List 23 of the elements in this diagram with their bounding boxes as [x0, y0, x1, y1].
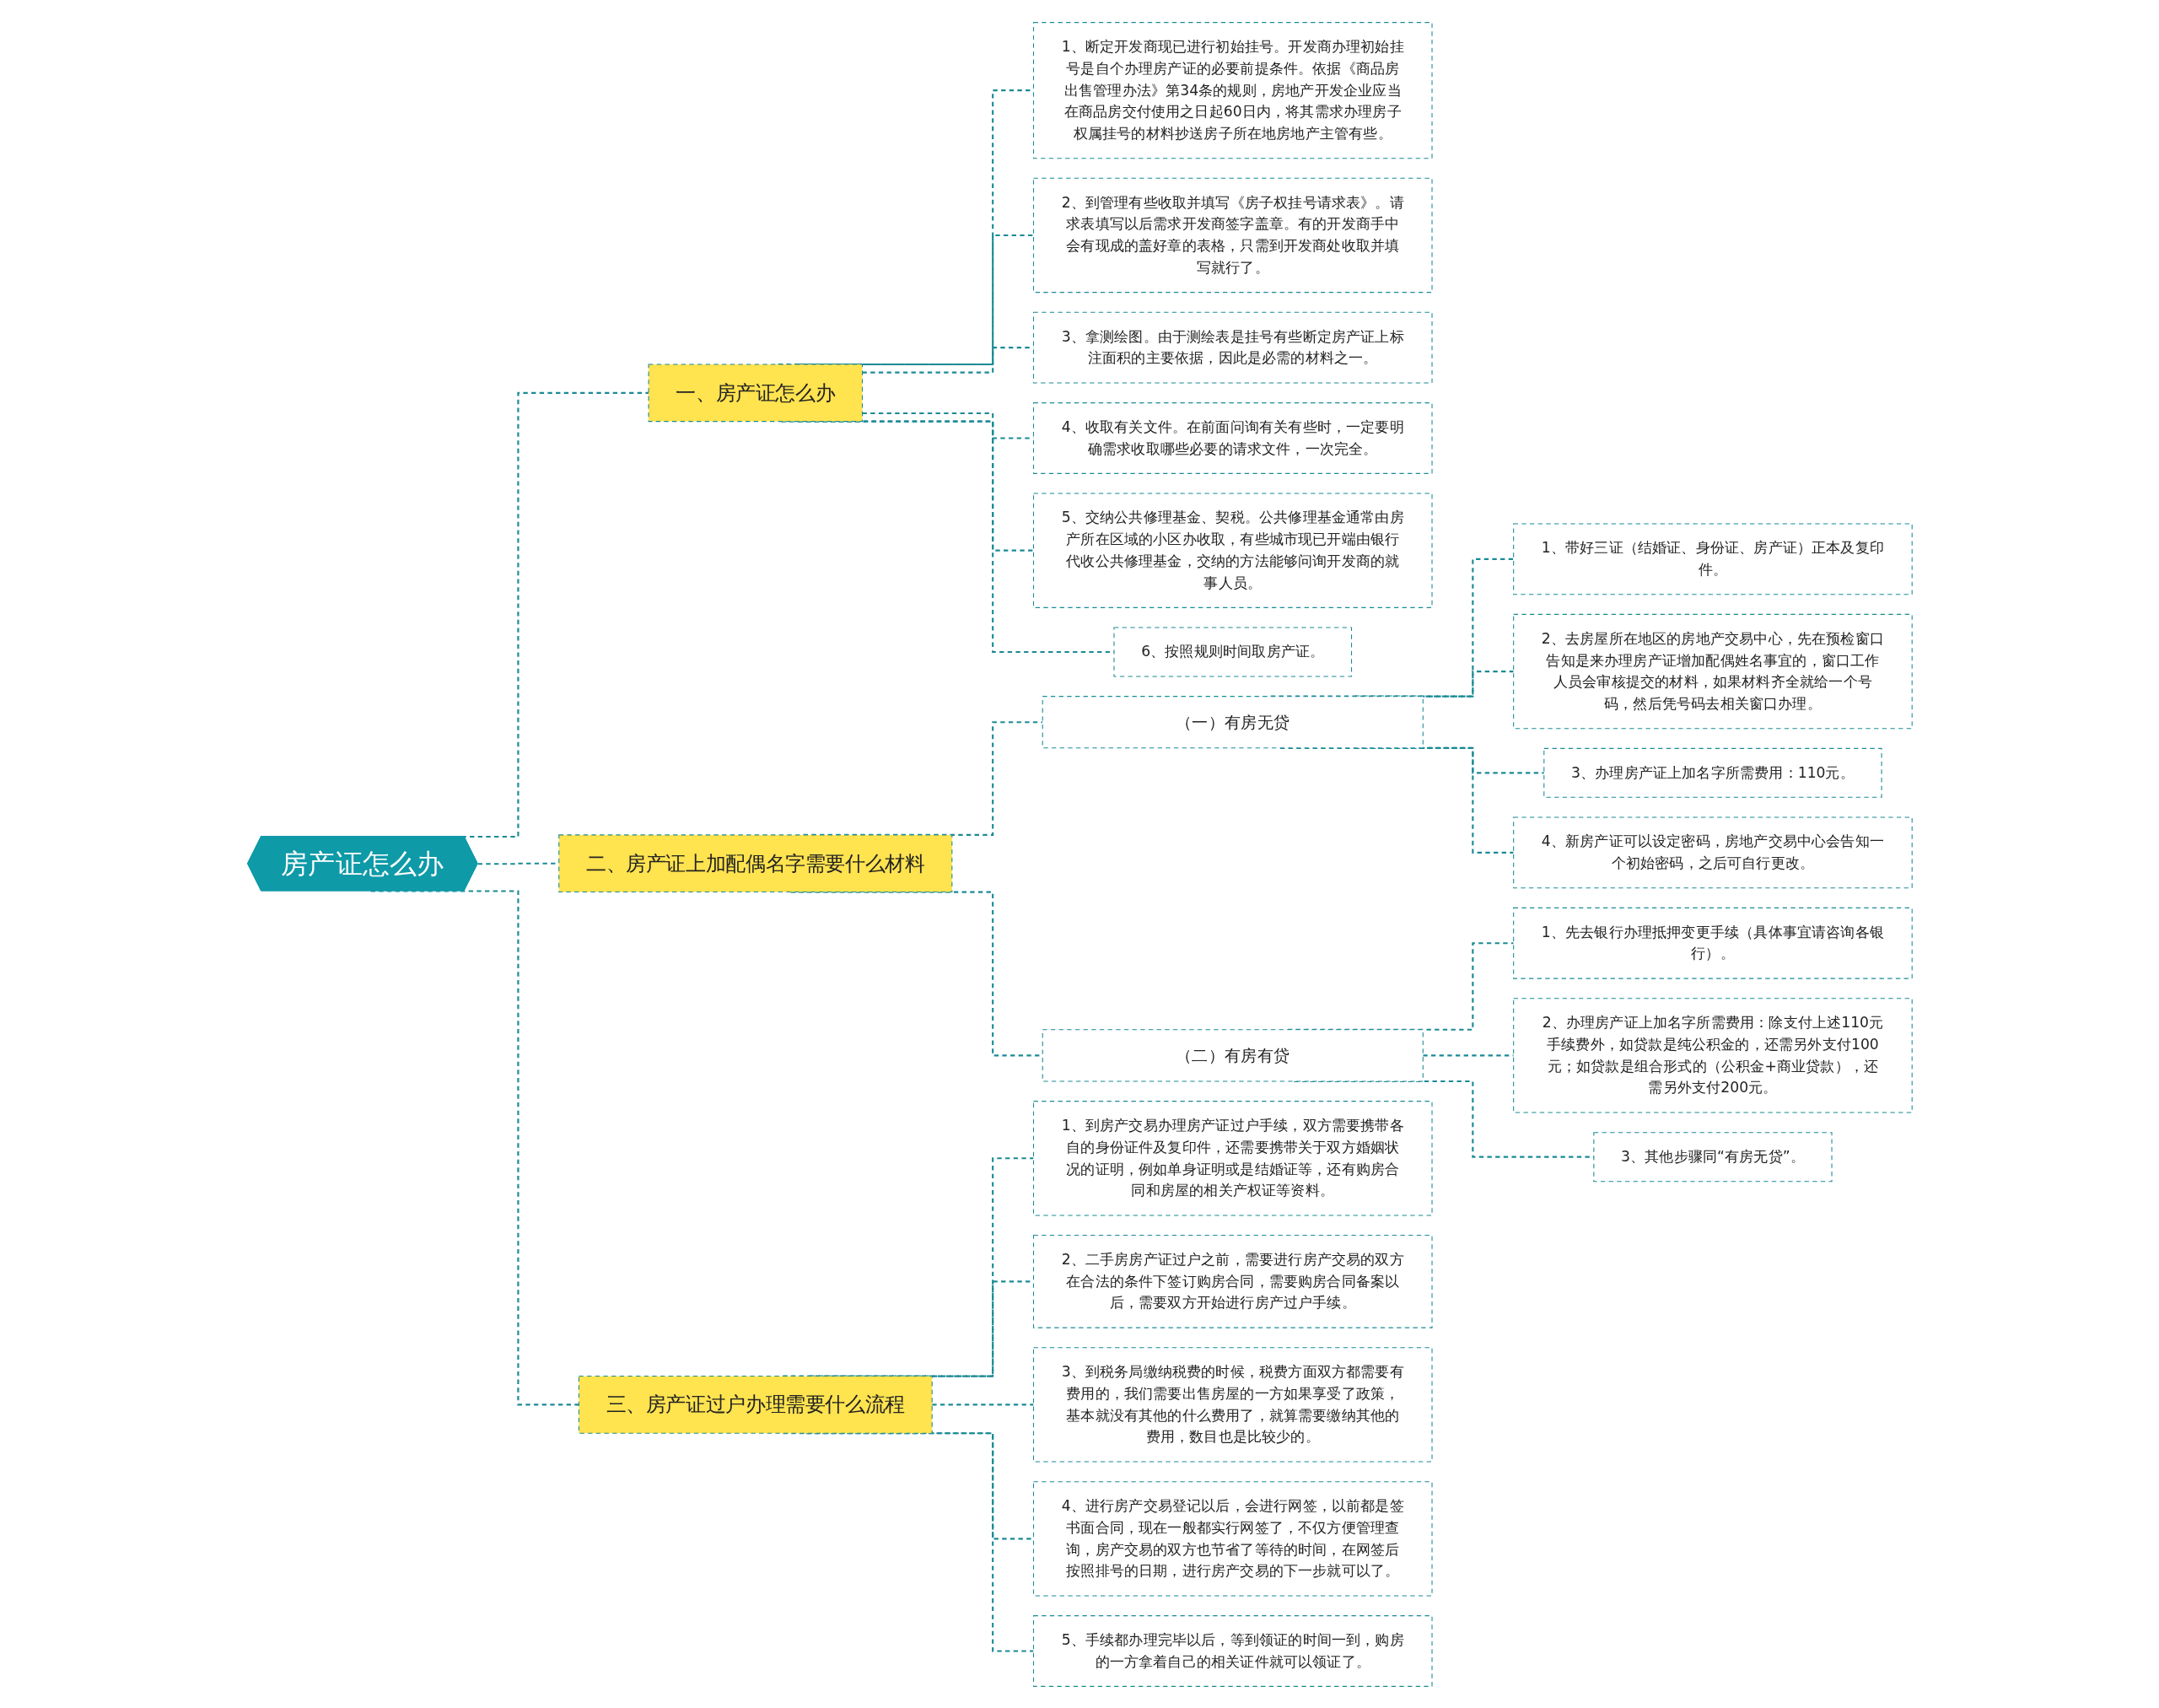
node-box: 3、到税务局缴纳税费的时候，税费方面双方都需要有费用的，我们需要出售房屋的一方如果享受了政策，基本就没有其他的什么费用了，就算需要缴纳其他的费用，数目也是比较少的。 [1032, 1346, 1433, 1463]
node-box: 6、按照规则时间取房产证。 [1113, 626, 1352, 676]
node-box: 一、房产证怎么办 [648, 363, 863, 422]
node-box: 1、先去银行办理抵押变更手续（具体事宜请咨询各银行）。 [1512, 907, 1913, 979]
node-box: 1、断定开发商现已进行初始挂号。开发商办理初始挂号是自个办理房产证的必要前提条件。依据《商品房出售管理办法》第34条的规则，房地产开发企业应当在商品房交付使用之日起60日内，将其需求办理房子权属挂号的材料抄送房子所在地房地产主管有些。 [1032, 21, 1433, 159]
node-box: 4、进行房产交易登记以后，会进行网签，以前都是签书面合同，现在一般都实行网签了，不仅方便管理查询，房产交易的双方也节省了等待的时间，在网签后按照排号的日期，进行房产交易的下一步就可以了。 [1032, 1480, 1433, 1597]
node-box: 1、到房产交易办理房产证过户手续，双方需要携带各自的身份证件及复印件，还需要携带关于双方婚姻状况的证明，例如单身证明或是结婚证等，还有购房合同和房屋的相关产权证等资料。 [1032, 1100, 1433, 1215]
node-box: 2、去房屋所在地区的房地产交易中心，先在预检窗口告知是来办理房产证增加配偶姓名事宜的，窗口工作人员会审核提交的材料，如果材料齐全就给一个号码，然后凭号码去相关窗口办理。 [1512, 613, 1913, 729]
node-box: 3、办理房产证上加名字所需费用：110元。 [1543, 747, 1882, 798]
node-box: 1、带好三证（结婚证、身份证、房产证）正本及复印件。 [1512, 522, 1913, 595]
node-box: 2、二手房房产证过户之前，需要进行房产交易的双方在合法的条件下签订购房合同，需要购房合同备案以后，需要双方开始进行房产过户手续。 [1032, 1234, 1433, 1328]
node-box: 5、手续都办理完毕以后，等到领证的时间一到，购房的一方拿着自己的相关证件就可以领证了。 [1032, 1614, 1433, 1687]
node-box: 3、其他步骤同“有房无贷”。 [1592, 1131, 1833, 1182]
node-box: 4、收取有关文件。在前面问询有关有些时，一定要明确需求收取哪些必要的请求文件，一次完全。 [1032, 401, 1433, 474]
node-box: 4、新房产证可以设定密码，房地产交易中心会告知一个初始密码，之后可自行更改。 [1512, 816, 1913, 888]
node-box: 2、办理房产证上加名字所需费用：除支付上述110元手续费外，如贷款是纯公积金的，还需另外支付100元；如贷款是组合形式的（公积金+商业贷款），还需另外支付200元。 [1512, 997, 1913, 1113]
node-box: 二、房产证上加配偶名字需要什么材料 [557, 833, 952, 892]
node-box: 3、拿测绘图。由于测绘表是挂号有些断定房产证上标注面积的主要依据，因此是必需的材料之一。 [1032, 311, 1433, 384]
node-box: （一）有房无贷 [1042, 695, 1424, 748]
node-box: 三、房产证过户办理需要什么流程 [578, 1375, 933, 1434]
node-box: （二）有房有贷 [1042, 1028, 1424, 1082]
node-box: 2、到管理有些收取并填写《房子权挂号请求表》。请求表填写以后需求开发商签字盖章。有的开发商手中会有现成的盖好章的表格，只需到开发商处收取并填写就行了。 [1032, 177, 1433, 293]
node-box: 5、交纳公共修理基金、契税。公共修理基金通常由房产所在区域的小区办收取，有些城市现已开端由银行代收公共修理基金，交纳的方法能够问询开发商的就事人员。 [1032, 493, 1433, 608]
